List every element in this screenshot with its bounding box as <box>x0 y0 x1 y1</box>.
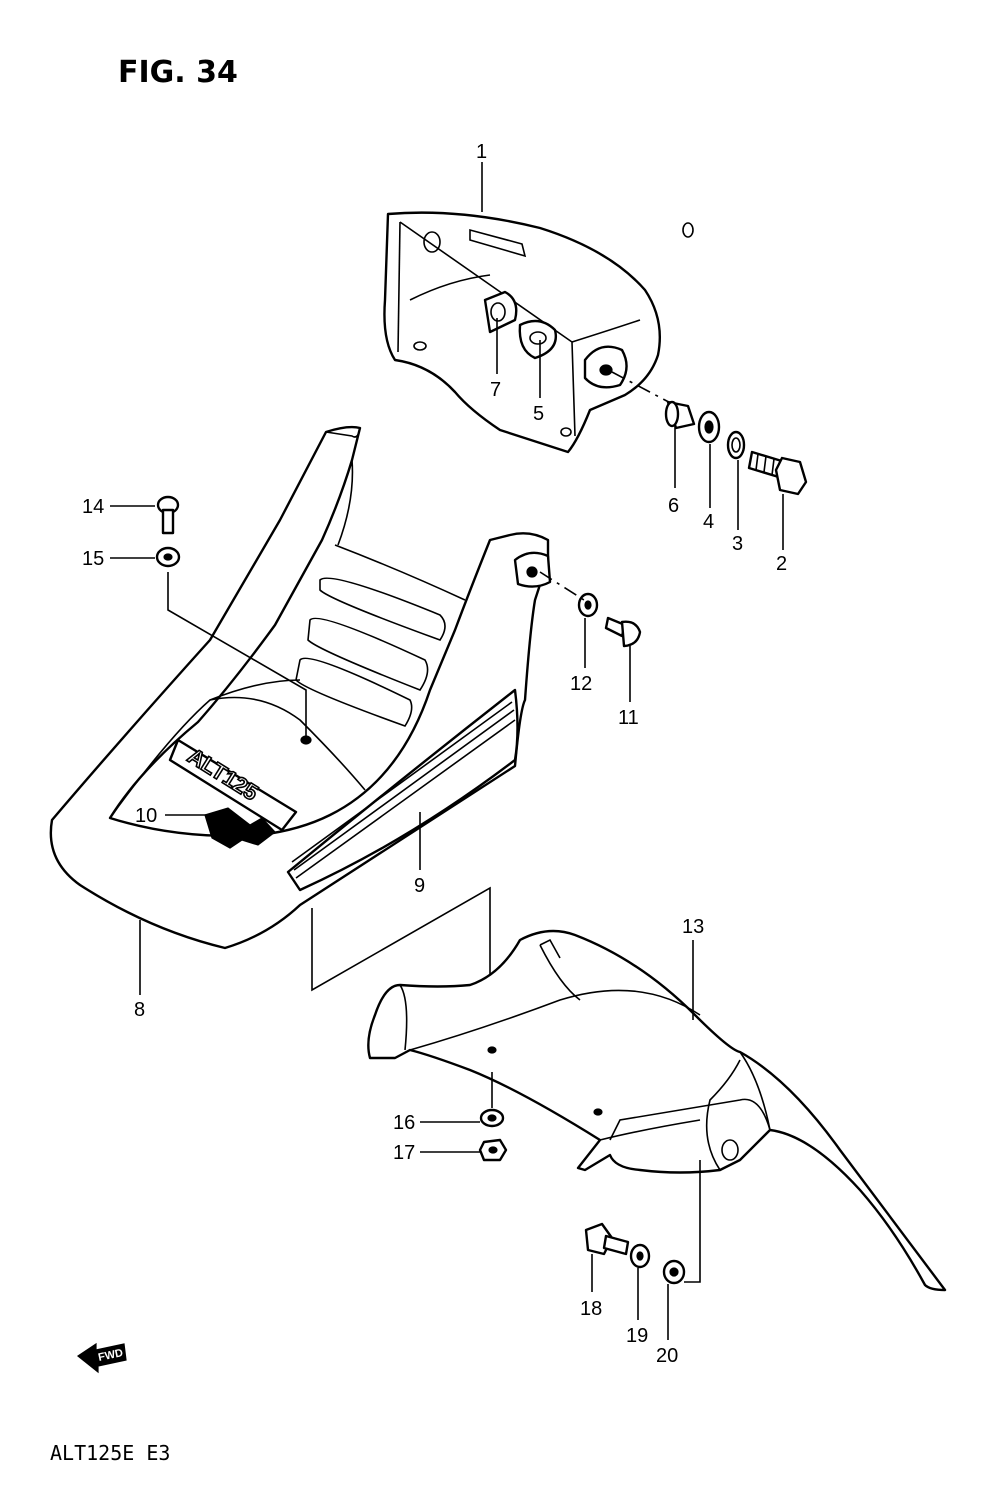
forward-label: FWD <box>97 1347 124 1364</box>
part-2-bolt <box>747 450 808 496</box>
label-part-8: 8 <box>134 999 145 1021</box>
part-15-washer <box>155 546 181 568</box>
label-part-5: 5 <box>533 403 544 425</box>
label-part-6: 6 <box>668 495 679 517</box>
label-part-20: 20 <box>656 1345 678 1367</box>
part-13-mudguard <box>367 929 947 1292</box>
label-part-1: 1 <box>476 141 487 163</box>
label-part-12: 12 <box>570 673 592 695</box>
part-20-nut <box>662 1259 686 1285</box>
part-18-bolt <box>584 1222 630 1256</box>
label-part-17: 17 <box>393 1142 415 1164</box>
forward-arrow-icon: FWD <box>76 1342 127 1374</box>
label-part-16: 16 <box>393 1112 415 1134</box>
figure-title: FIG. 34 <box>118 55 238 90</box>
part-12-washer <box>577 592 599 618</box>
part-10-clip <box>204 807 276 849</box>
label-part-15: 15 <box>82 548 104 570</box>
part-11-bolt <box>604 616 642 648</box>
label-part-10: 10 <box>135 805 157 827</box>
label-part-18: 18 <box>580 1298 602 1320</box>
label-part-9: 9 <box>414 875 425 897</box>
label-part-4: 4 <box>703 511 714 533</box>
label-part-14: 14 <box>82 496 104 518</box>
part-1-housing <box>383 211 694 454</box>
part-3-lockwasher <box>726 430 746 460</box>
part-17-nut <box>478 1138 508 1162</box>
part-6-collar <box>664 400 696 430</box>
part-16-washer <box>479 1108 505 1128</box>
label-part-3: 3 <box>732 533 743 555</box>
label-part-7: 7 <box>490 379 501 401</box>
part-19-washer <box>629 1243 651 1269</box>
label-part-2: 2 <box>776 553 787 575</box>
label-part-11: 11 <box>618 707 639 729</box>
part-8-fender <box>49 425 552 950</box>
label-part-19: 19 <box>626 1325 648 1347</box>
label-part-13: 13 <box>682 916 704 938</box>
part-14-screw <box>156 495 180 535</box>
model-code: ALT125E E3 <box>50 1441 170 1465</box>
part-4-washer <box>697 410 721 444</box>
